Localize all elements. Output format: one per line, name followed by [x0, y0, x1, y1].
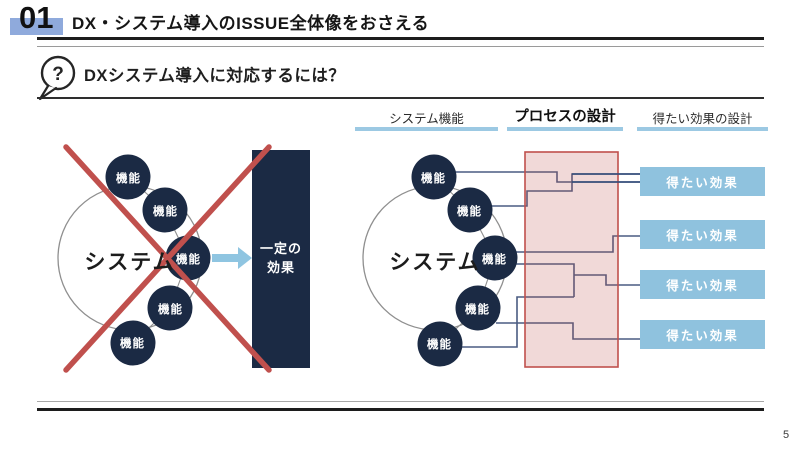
title-rule-thick: [37, 37, 764, 40]
column-header-process-design: プロセスの設計: [514, 109, 616, 125]
column-header-system-functions: システム機能: [389, 112, 464, 126]
title-rule-thin: [37, 46, 764, 47]
effect-box: 得たい効果: [640, 167, 765, 196]
question-bubble-icon: ?: [38, 55, 76, 101]
left-system-diagram: [57, 144, 310, 373]
fixed-result-line1: 一定の: [259, 241, 302, 257]
function-circle-label: 機能: [176, 253, 201, 266]
effect-box: 得たい効果: [640, 220, 765, 249]
question-text: DXシステム導入に対応するには？: [84, 67, 346, 85]
column-underline: [637, 127, 768, 131]
effect-box: 得たい効果: [640, 270, 765, 299]
effect-box: 得たい効果: [640, 320, 765, 349]
connector-exit-lines: [572, 173, 640, 183]
page-number: 5: [783, 429, 790, 441]
right-function-circles: [411, 154, 518, 367]
function-circle-label: 機能: [120, 337, 145, 350]
function-circle-label: 機能: [158, 303, 183, 316]
function-circle-label: 機能: [465, 303, 490, 316]
function-circle-label: 機能: [116, 172, 141, 185]
question-mark-glyph: ?: [52, 64, 64, 85]
fixed-result-label: 一定の 効果: [252, 150, 310, 368]
footer-rule-thick: [37, 408, 764, 411]
section-number-accent: [10, 18, 63, 35]
footer-rule-thin: [37, 401, 764, 402]
fixed-result-box: [252, 150, 310, 368]
right-system-label: システム: [389, 251, 481, 274]
function-circle-label: 機能: [153, 205, 178, 218]
question-rule: [37, 97, 764, 99]
cross-out-x-icon: [63, 144, 272, 373]
right-system-diagram: [362, 151, 640, 368]
column-underline: [355, 127, 498, 131]
right-arrow-icon: [212, 247, 252, 269]
function-circle-label: 機能: [427, 338, 452, 351]
process-design-box: [524, 151, 619, 368]
column-underline: [507, 127, 623, 131]
section-number: 01: [19, 0, 54, 35]
fixed-result-line2: 効果: [266, 260, 295, 275]
function-circle-label: 機能: [457, 205, 482, 218]
connector-lines: [448, 171, 640, 348]
function-circle-label: 機能: [482, 253, 507, 266]
slide-title: DX・システム導入のISSUE全体像をおさえる: [72, 14, 430, 33]
function-circle-label: 機能: [421, 172, 446, 185]
column-header-effect-design: 得たい効果の設計: [652, 112, 753, 126]
left-system-label: システム: [84, 251, 176, 274]
